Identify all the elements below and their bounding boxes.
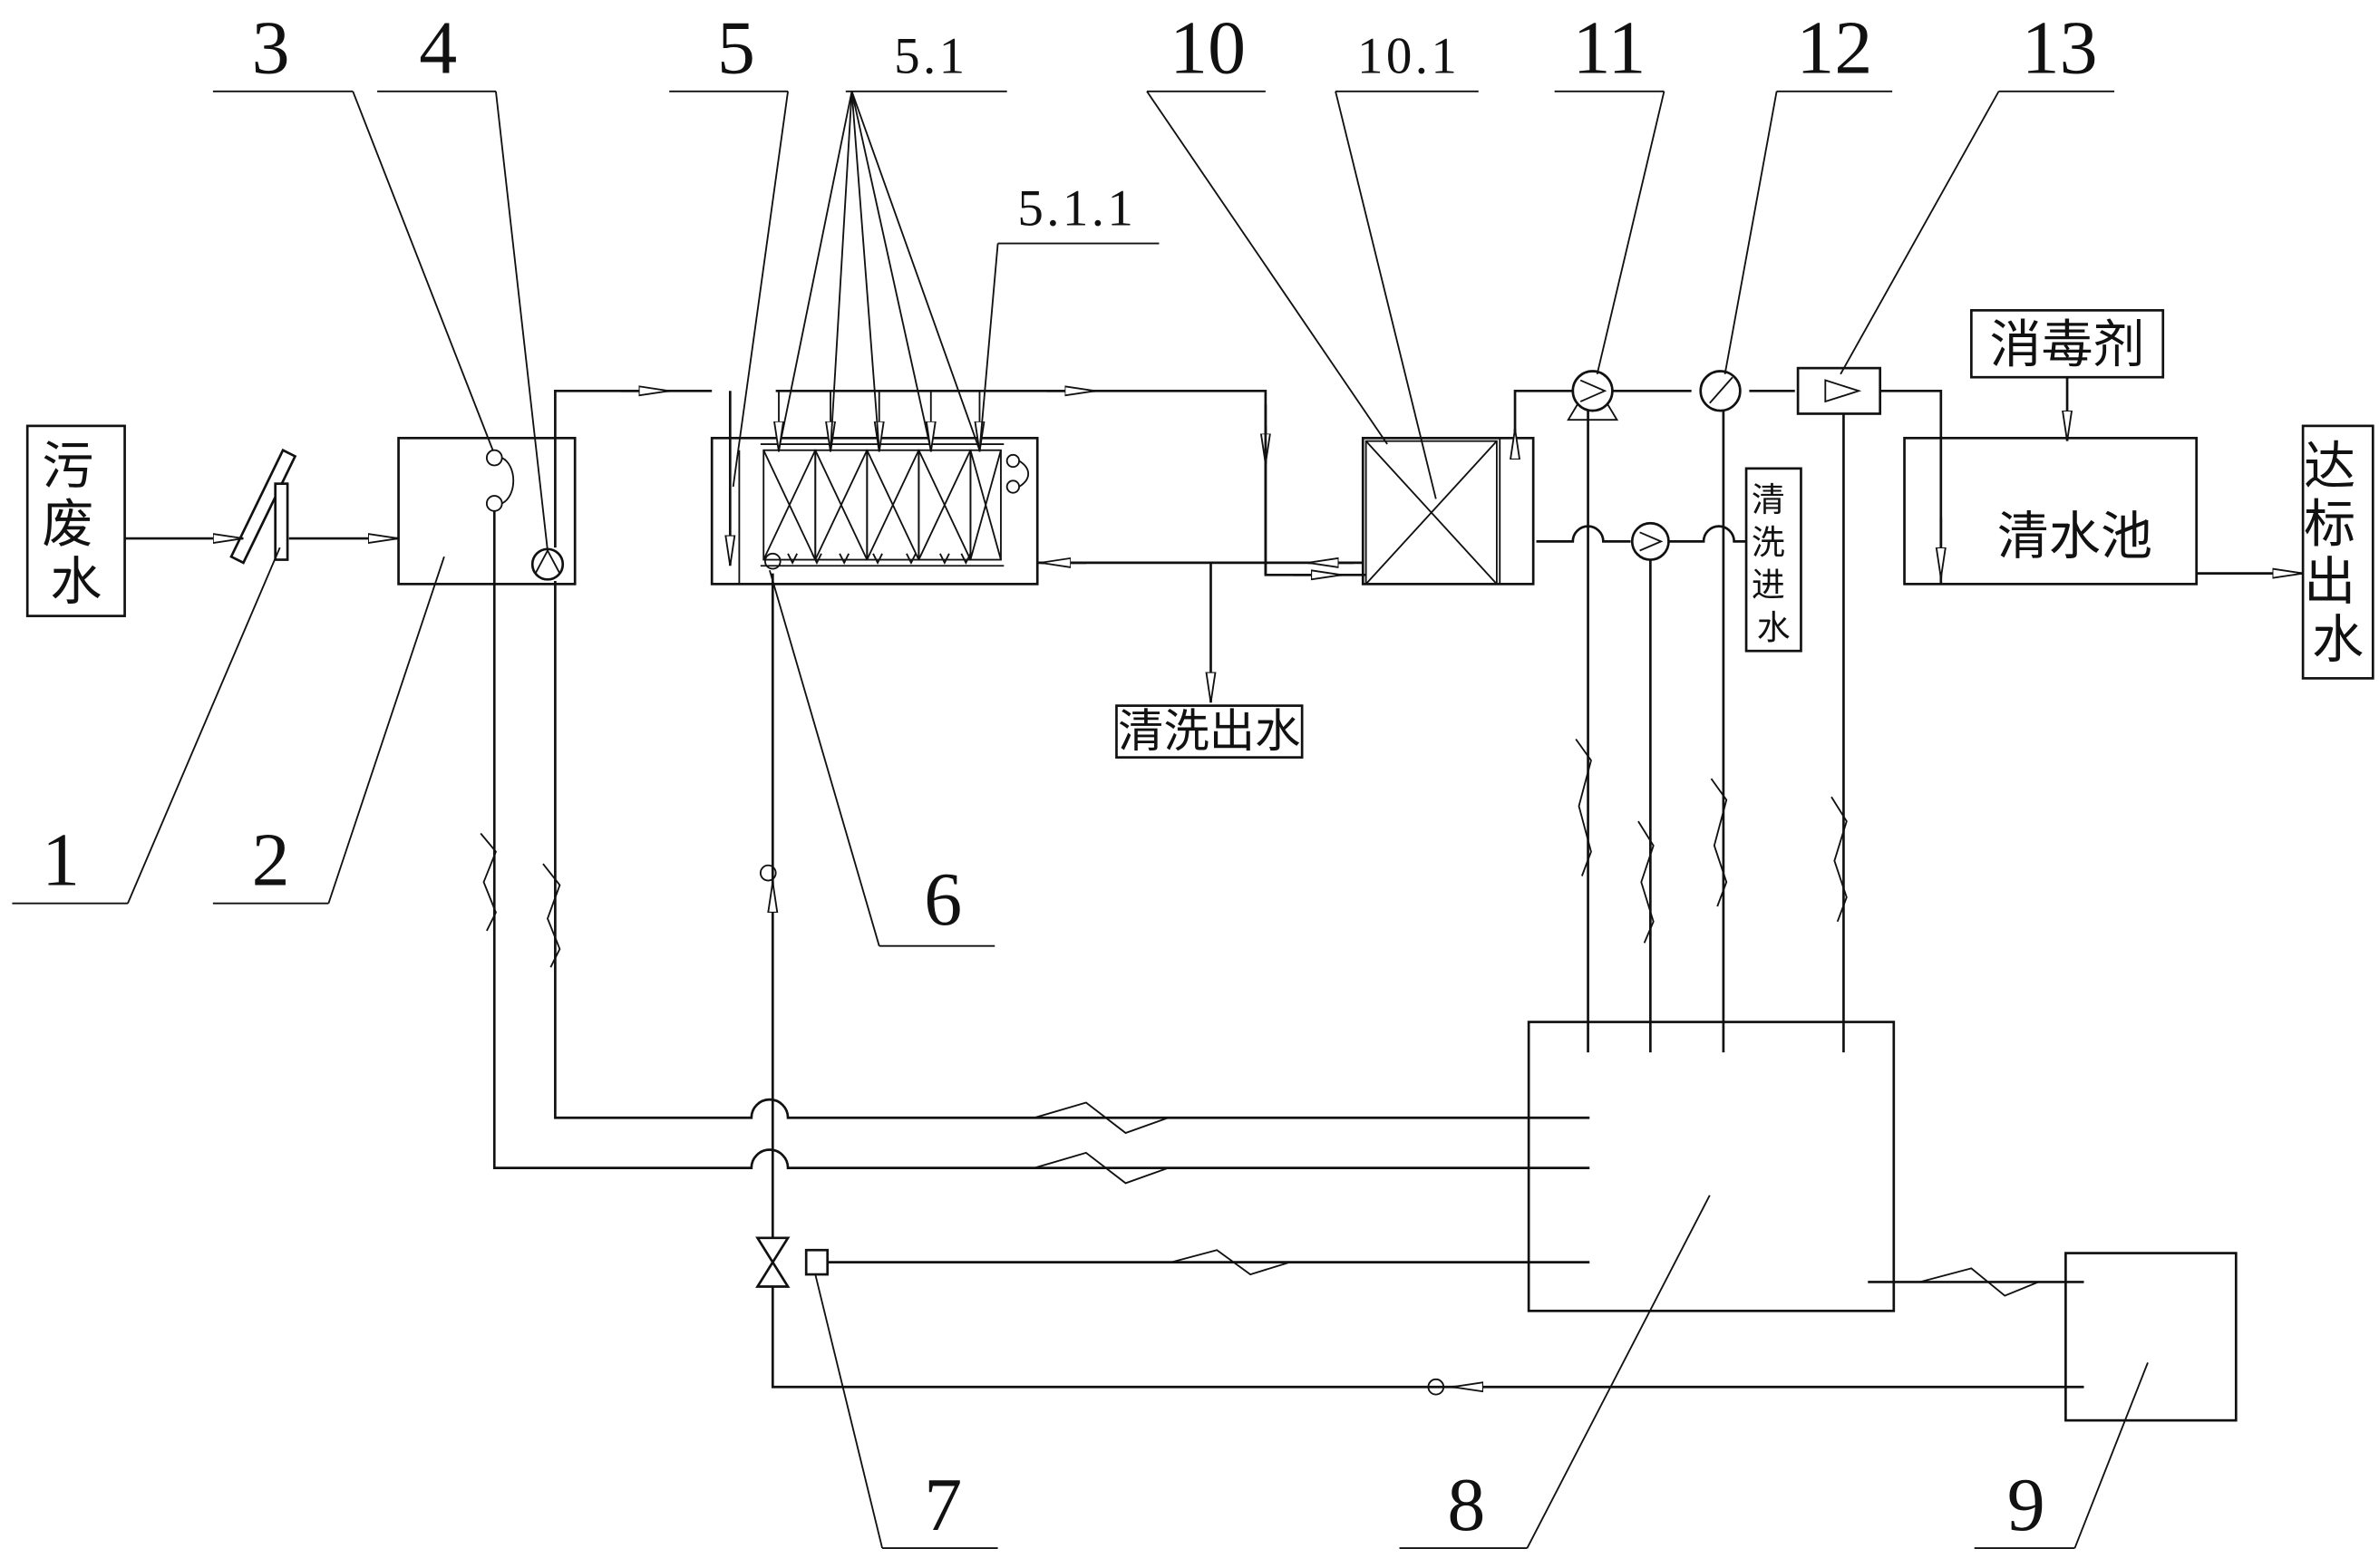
wastewater-char-1: 污 bbox=[42, 437, 93, 497]
process-lines bbox=[124, 377, 2304, 703]
wash-in-label: 清 洗 进 水 bbox=[1752, 480, 1796, 647]
callout-5-1-1: 5.1.1 bbox=[1017, 179, 1136, 237]
callout-10: 10 bbox=[1170, 6, 1246, 91]
callout-labels: 3 4 5 5.1 5.1.1 10 10.1 11 12 13 1 2 6 7… bbox=[42, 6, 2097, 1547]
callout-11: 11 bbox=[1573, 6, 1646, 91]
callout-12: 12 bbox=[1796, 6, 1872, 91]
callout-5-1: 5.1 bbox=[894, 28, 967, 85]
wastewater-node: 污 废 水 bbox=[25, 424, 126, 617]
callout-7: 7 bbox=[924, 1463, 962, 1547]
bar-screen bbox=[229, 448, 297, 565]
callout-4: 4 bbox=[419, 6, 457, 91]
aerator-diffusers bbox=[787, 553, 972, 565]
clean-water-pool: 清水池 bbox=[1903, 436, 2199, 586]
discharge-char-4: 水 bbox=[2312, 610, 2364, 670]
pressure-gauge-12 bbox=[1699, 370, 1742, 412]
callout-1: 1 bbox=[42, 818, 80, 903]
wash-in-node: 清 洗 进 水 bbox=[1744, 467, 1802, 653]
callout-2: 2 bbox=[252, 818, 290, 903]
disinfectant-label: 消毒剂 bbox=[1990, 315, 2145, 374]
callout-8: 8 bbox=[1447, 1463, 1485, 1547]
wash-in-char-2: 洗 bbox=[1752, 523, 1785, 562]
regulating-tank bbox=[397, 436, 577, 586]
wash-in-char-1: 清 bbox=[1752, 480, 1785, 519]
pump-11 bbox=[1567, 370, 1619, 421]
flowmeter-13 bbox=[1796, 366, 1882, 415]
wastewater-label: 污 废 水 bbox=[42, 437, 110, 613]
discharge-label: 达 标 出 水 bbox=[2304, 437, 2372, 670]
wastewater-char-3: 水 bbox=[50, 552, 102, 612]
wash-in-char-4: 水 bbox=[1757, 608, 1791, 647]
disinfectant-node: 消毒剂 bbox=[1970, 309, 2165, 379]
backwash-pump bbox=[1630, 521, 1670, 561]
wash-out-node: 清洗出水 bbox=[1115, 704, 1304, 759]
discharge-node: 达 标 出 水 bbox=[2301, 424, 2374, 680]
wash-out-label: 清洗出水 bbox=[1118, 704, 1300, 758]
callout-10-1: 10.1 bbox=[1357, 28, 1460, 85]
callout-6: 6 bbox=[924, 857, 962, 942]
control-lines bbox=[480, 411, 2084, 1396]
discharge-char-1: 达 bbox=[2304, 437, 2355, 497]
solenoid-valve bbox=[755, 1236, 830, 1288]
discharge-char-2: 标 bbox=[2304, 494, 2355, 554]
wash-in-char-3: 进 bbox=[1752, 566, 1785, 605]
callout-5: 5 bbox=[717, 6, 755, 91]
callout-3: 3 bbox=[252, 6, 290, 91]
leader-lines bbox=[12, 90, 2149, 1549]
discharge-char-3: 出 bbox=[2304, 552, 2355, 612]
membrane-tank bbox=[710, 436, 1039, 586]
control-cabinet bbox=[1527, 1021, 1896, 1312]
callout-13: 13 bbox=[2022, 6, 2098, 91]
wastewater-char-2: 废 bbox=[42, 494, 93, 554]
filter-unit bbox=[1361, 436, 1535, 586]
callout-9: 9 bbox=[2007, 1463, 2045, 1547]
clean-pool-label: 清水池 bbox=[1997, 507, 2152, 566]
auxiliary-device bbox=[2064, 1252, 2238, 1422]
membrane-modules bbox=[762, 449, 1002, 561]
